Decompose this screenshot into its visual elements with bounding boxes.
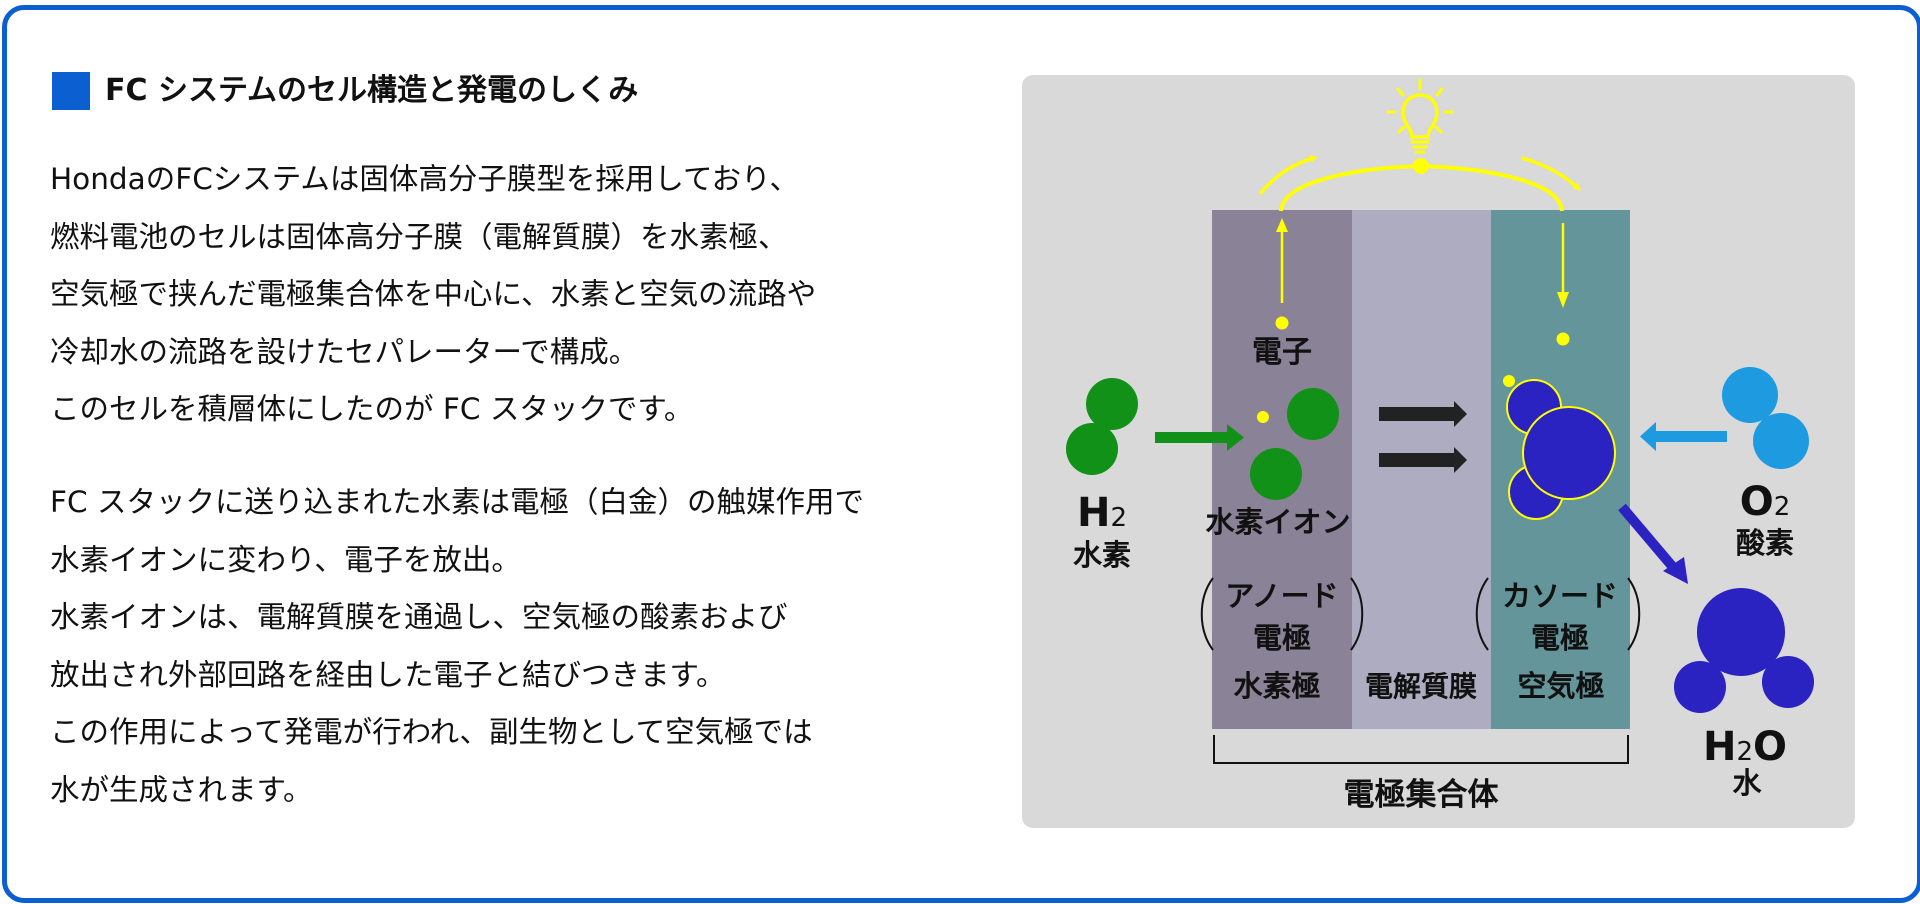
text-line: 水が生成されます。: [50, 772, 313, 807]
oxygen-reaction-icon: [1503, 375, 1616, 520]
text-line: この作用によって発電が行われ、副生物として空気極では: [50, 715, 813, 749]
light-bulb-icon: [1386, 78, 1454, 154]
electron-label: 電子: [1252, 335, 1312, 370]
assembly-bracket: [1213, 735, 1629, 764]
ion-transfer-arrows: [1379, 401, 1467, 473]
hydrogen-ion-icon: [1250, 388, 1339, 500]
hydrogen-formula: H2: [1077, 490, 1127, 536]
content-card-border: [2, 5, 1920, 903]
cathode-paren-left: [1475, 577, 1489, 651]
oxygen-label: 酸素: [1736, 526, 1794, 560]
electrolyte-membrane-column: [1352, 210, 1491, 729]
text-line: FC スタックに送り込まれた水素は電極（白金）の触媒作用で: [50, 485, 864, 519]
assembly-label: 電極集合体: [1344, 777, 1499, 813]
cathode-label: カソード: [1502, 579, 1618, 613]
text-line: 冷却水の流路を設けたセパレーターで構成。: [50, 334, 639, 369]
paragraph-power-generation: FC スタックに送り込まれた水素は電極（白金）の触媒作用で 水素イオンに変わり、…: [50, 474, 864, 819]
electron-dot: [1556, 332, 1570, 346]
text-line: 水素イオンに変わり、電子を放出。: [50, 542, 521, 577]
water-formula: H2O: [1703, 724, 1787, 770]
electron-flow-arrow-left: [1258, 155, 1318, 196]
text-line: HondaのFCシステムは固体高分子膜型を採用しており、: [50, 162, 799, 196]
text-line: 放出され外部回路を経由した電子と結びつきます。: [50, 657, 726, 692]
cathode-electrode-label: 電極: [1531, 621, 1589, 655]
oxygen-flow-arrow: [1640, 422, 1727, 451]
anode-paren-right: [1350, 577, 1364, 651]
anode-paren-left: [1200, 577, 1214, 651]
hydrogen-label: 水素: [1073, 538, 1131, 572]
text-line: 水素イオンは、電解質膜を通過し、空気極の酸素および: [50, 600, 788, 634]
text-line: 燃料電池のセルは固体高分子膜（電解質膜）を水素極、: [50, 219, 788, 254]
hydrogen-flow-arrow: [1155, 424, 1244, 451]
hydrogen-molecule-icon: [1066, 378, 1138, 475]
text-line: 空気極で挟んだ電極集合体を中心に、水素と空気の流路や: [50, 277, 817, 311]
oxygen-formula: O2: [1740, 479, 1791, 525]
water-molecule-icon: [1674, 588, 1814, 713]
hydrogen-ion-label: 水素イオン: [1205, 505, 1350, 539]
paragraph-cell-structure: HondaのFCシステムは固体高分子膜型を採用しており、 燃料電池のセルは固体高…: [50, 151, 816, 439]
anode-label: アノード: [1225, 579, 1338, 613]
cathode-paren-right: [1627, 577, 1641, 651]
text-line: このセルを積層体にしたのが FC スタックです。: [50, 392, 694, 426]
anode-electrode-label: 電極: [1253, 621, 1311, 655]
cathode-column-label: 空気極: [1517, 669, 1604, 703]
electrolyte-column-label: 電解質膜: [1365, 670, 1477, 703]
water-label: 水: [1732, 766, 1762, 800]
electron-dot: [1275, 316, 1289, 330]
anode-column-label: 水素極: [1233, 669, 1320, 703]
circuit-junction-dot: [1413, 158, 1429, 174]
oxygen-molecule-icon: [1722, 367, 1809, 469]
water-output-arrow: [1618, 503, 1688, 584]
section-title: FC システムのセル構造と発電のしくみ: [105, 73, 639, 108]
electron-flow-arrow-right: [1521, 156, 1581, 191]
title-square-icon: [52, 72, 90, 110]
